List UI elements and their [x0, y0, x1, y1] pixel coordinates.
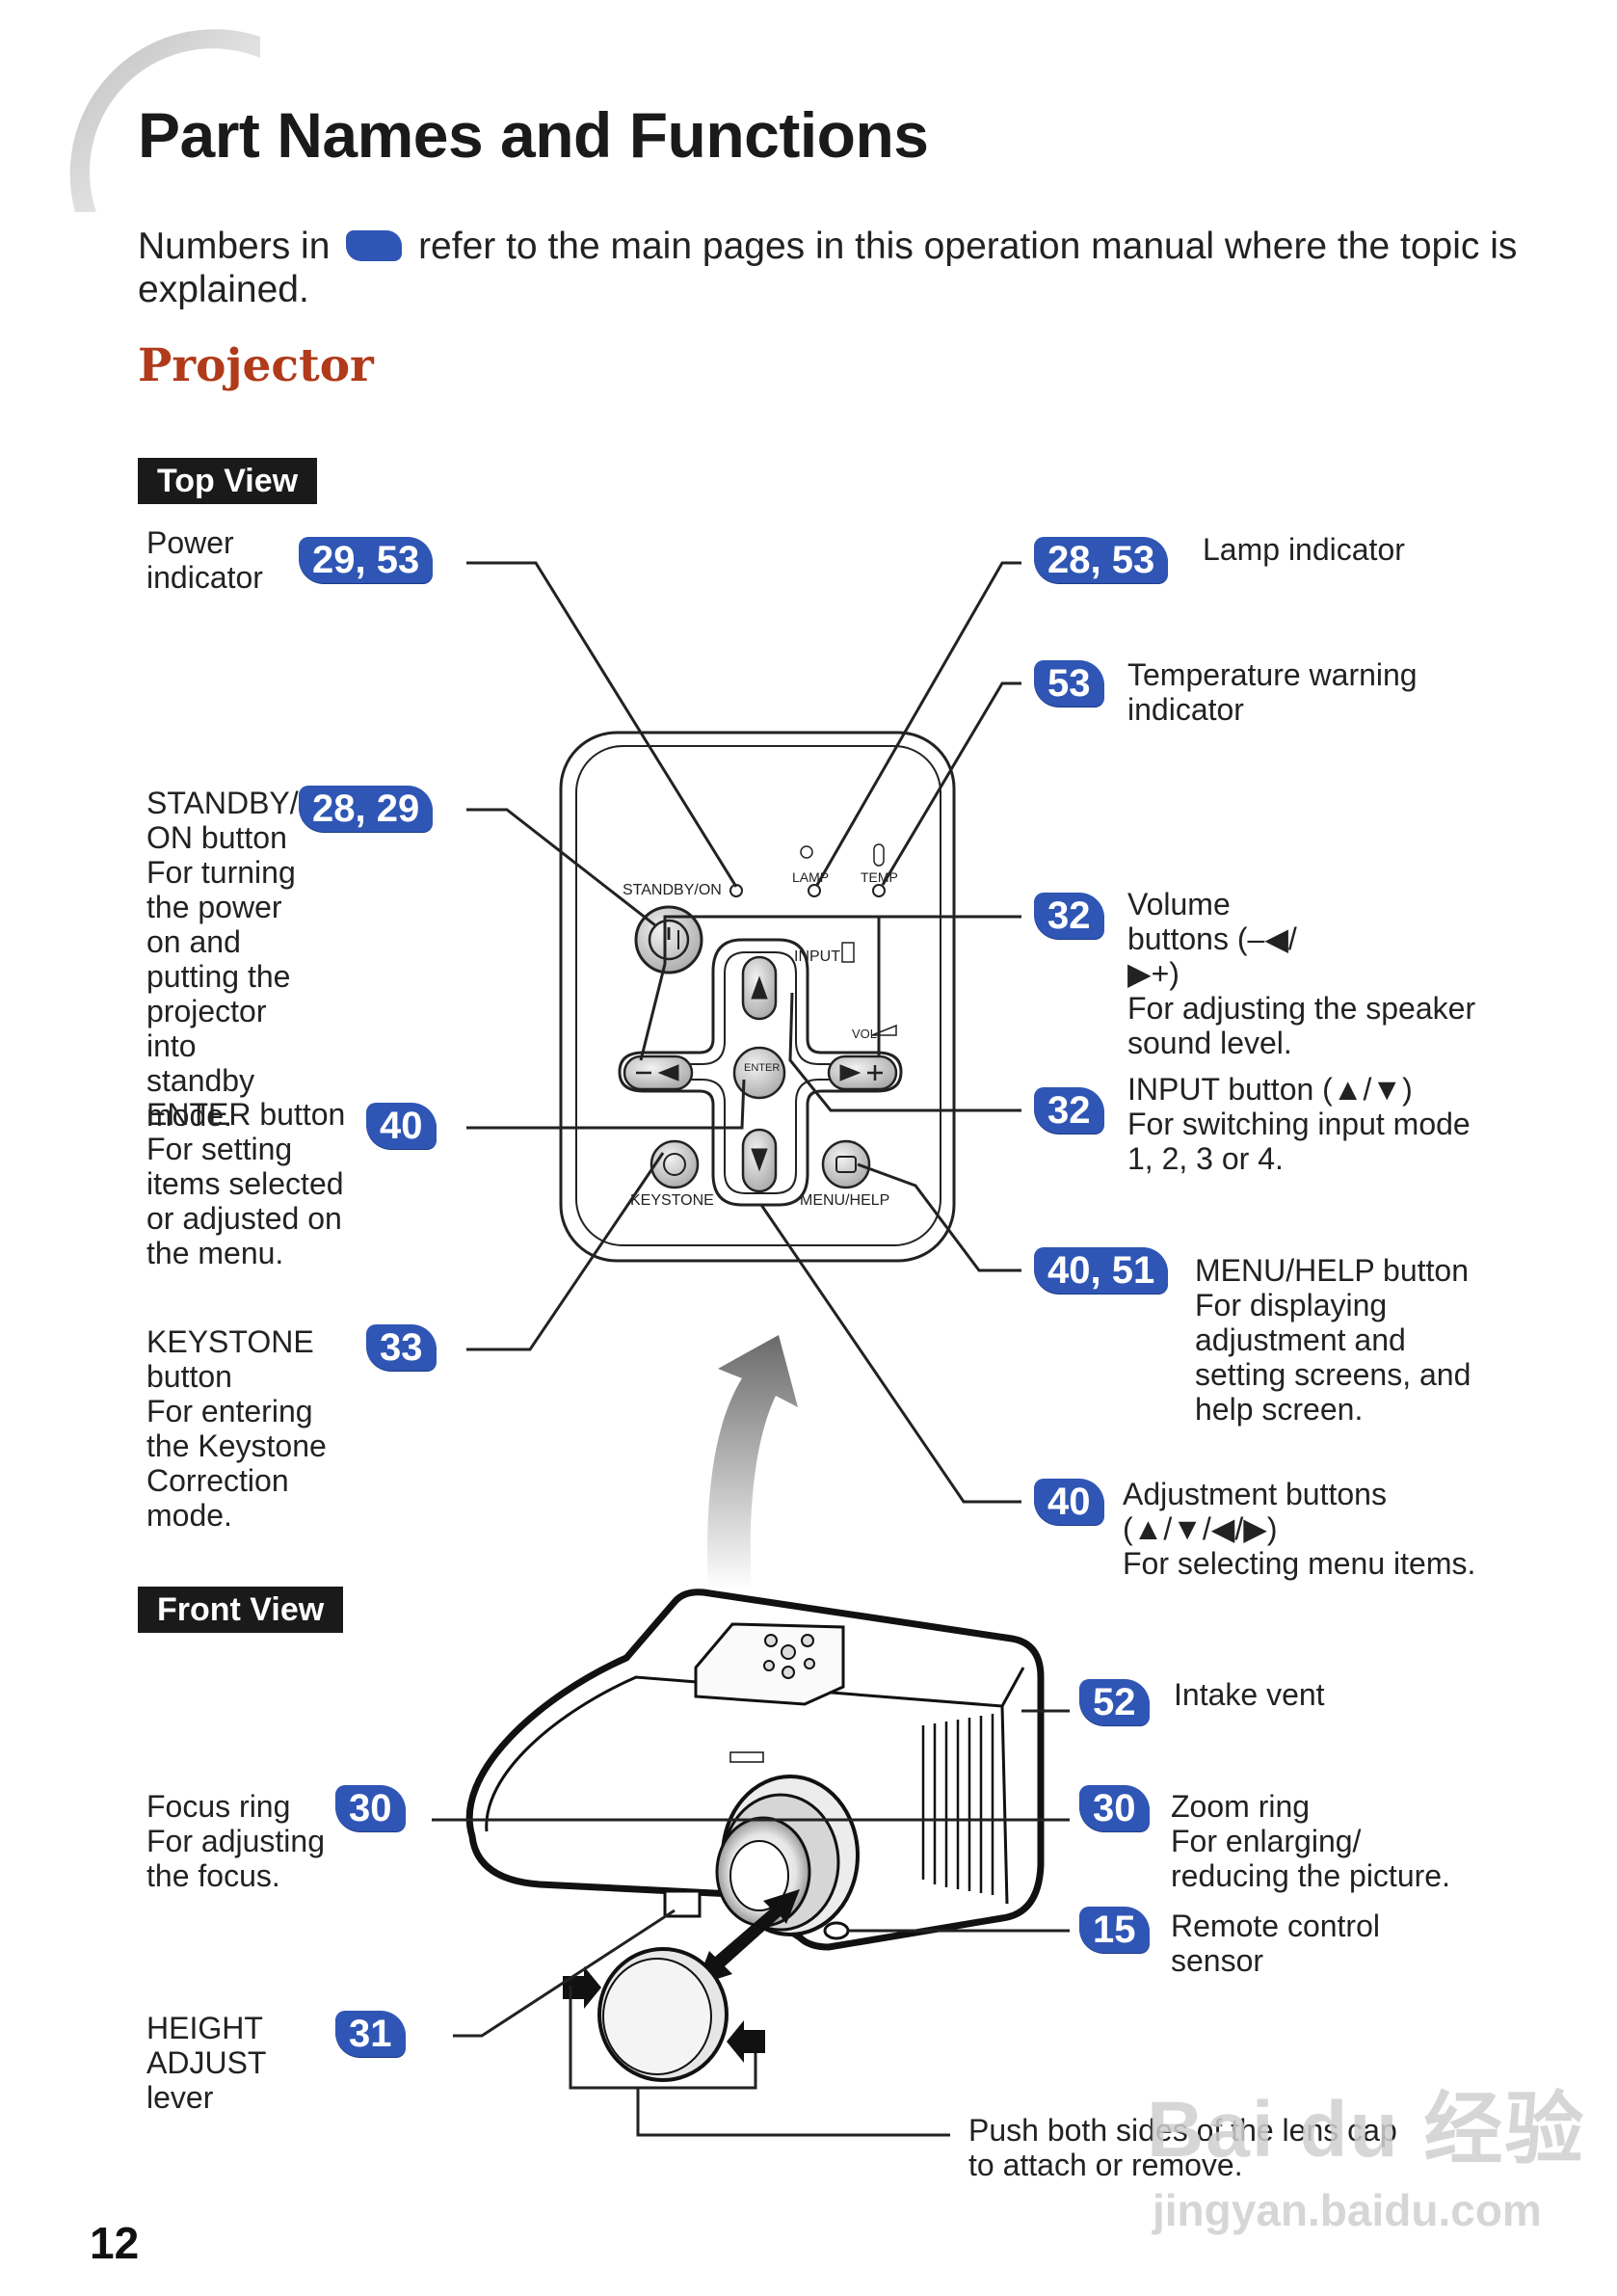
- callout-enter-button: ENTER button For setting items selected …: [146, 1097, 360, 1270]
- callout-intake-vent: Intake vent: [1174, 1677, 1325, 1712]
- panel-label-temp: TEMP: [861, 869, 898, 885]
- badge-focus-ring[interactable]: 30: [335, 1785, 406, 1831]
- page-ref-badge-sample: [346, 230, 403, 261]
- control-panel: [559, 731, 956, 1263]
- callout-title: KEYSTONE button: [146, 1324, 314, 1394]
- callout-title: MENU/HELP button: [1195, 1253, 1469, 1288]
- callout-title: Power indicator: [146, 525, 263, 595]
- top-view-label: Top View: [138, 458, 318, 504]
- callout-desc: For turning the power on and putting the…: [146, 855, 296, 1133]
- callout-focus-ring: Focus ring For adjusting the focus.: [146, 1789, 335, 1893]
- leader-lines-top: [466, 561, 1021, 1504]
- callout-title: Zoom ring: [1171, 1789, 1311, 1824]
- intro-before: Numbers in: [138, 226, 341, 267]
- callout-desc: For setting items selected or adjusted o…: [146, 1132, 344, 1270]
- projector-body: [465, 1589, 1045, 1951]
- badge-input-button[interactable]: 32: [1034, 1087, 1104, 1134]
- callout-height-adjust: HEIGHT ADJUST lever: [146, 2011, 291, 2115]
- callout-title: Adjustment buttons (▲/▼/◀/▶): [1123, 1477, 1387, 1546]
- section-heading: Projector: [138, 339, 374, 392]
- badge-height-adjust[interactable]: 31: [335, 2011, 406, 2057]
- leader-lines-front: [432, 1709, 1070, 2137]
- callout-zoom-ring: Zoom ring For enlarging/ reducing the pi…: [1171, 1789, 1479, 1893]
- panel-label-vol: VOL: [852, 1027, 877, 1041]
- callout-remote-sensor: Remote control sensor: [1171, 1909, 1402, 1978]
- panel-label-menu-help: MENU/HELP: [800, 1192, 889, 1209]
- badge-volume-buttons[interactable]: 32: [1034, 893, 1104, 939]
- push-arrows: [563, 1966, 765, 2063]
- page-number: 12: [90, 2218, 140, 2268]
- callout-title: Volume buttons (–◀/▶+): [1127, 887, 1297, 991]
- callout-desc: For enlarging/ reducing the picture.: [1171, 1824, 1450, 1893]
- badge-enter-button[interactable]: 40: [366, 1103, 437, 1149]
- badge-keystone-button[interactable]: 33: [366, 1324, 437, 1371]
- callout-title: Focus ring: [146, 1789, 291, 1824]
- callout-desc: For adjusting the focus.: [146, 1824, 325, 1893]
- callout-input-button: INPUT button (▲/▼) For switching input m…: [1127, 1072, 1494, 1176]
- badge-adjustment-buttons[interactable]: 40: [1034, 1479, 1104, 1525]
- callout-desc: For selecting menu items.: [1123, 1546, 1476, 1581]
- callout-temp-indicator: Temperature warning indicator: [1127, 657, 1445, 727]
- badge-zoom-ring[interactable]: 30: [1079, 1785, 1150, 1831]
- callout-desc: For adjusting the speaker sound level.: [1127, 991, 1476, 1060]
- callout-keystone-button: KEYSTONE button For entering the Keyston…: [146, 1324, 339, 1533]
- page-title: Part Names and Functions: [138, 99, 929, 171]
- callout-title: Remote control sensor: [1171, 1909, 1380, 1978]
- callout-title: Lamp indicator: [1203, 532, 1405, 567]
- callout-title: ENTER button: [146, 1097, 346, 1132]
- callout-desc: For entering the Keystone Correction mod…: [146, 1394, 327, 1533]
- badge-menu-help-button[interactable]: 40, 51: [1034, 1247, 1169, 1294]
- panel-label-input: INPUT: [794, 948, 840, 965]
- panel-label-standby: STANDBY/ON: [623, 882, 722, 898]
- badge-intake-vent[interactable]: 52: [1079, 1679, 1150, 1725]
- panel-label-enter: ENTER: [744, 1062, 780, 1074]
- callout-standby-on-button: STANDBY/ ON button For turning the power…: [146, 786, 301, 1133]
- lens-cap: [597, 1947, 729, 2082]
- callout-title: INPUT button (▲/▼): [1127, 1072, 1413, 1107]
- callout-title: STANDBY/ ON button: [146, 786, 299, 855]
- badge-lamp-indicator[interactable]: 28, 53: [1034, 537, 1169, 583]
- callout-desc: For displaying adjustment and setting sc…: [1195, 1288, 1471, 1427]
- cap-arrow: [696, 1889, 800, 1986]
- lens-cap-bracket: [569, 1986, 757, 2090]
- watermark-logo: Bai du 经验: [1147, 2086, 1586, 2174]
- lens-cap-note: Push both sides of the lens cap to attac…: [968, 2113, 1397, 2182]
- callout-volume-buttons: Volume buttons (–◀/▶+) For adjusting the…: [1127, 887, 1513, 1060]
- badge-standby-on-button[interactable]: 28, 29: [299, 786, 434, 832]
- intro-after: refer to the main pages in this operatio…: [138, 226, 1518, 310]
- corner-arc-decoration: [69, 29, 260, 213]
- badge-remote-sensor[interactable]: 15: [1079, 1907, 1150, 1953]
- panel-label-keystone: KEYSTONE: [630, 1192, 714, 1209]
- callout-title: Temperature warning indicator: [1127, 657, 1418, 727]
- callout-menu-help-button: MENU/HELP button For displaying adjustme…: [1195, 1253, 1503, 1427]
- badge-temp-indicator[interactable]: 53: [1034, 660, 1104, 707]
- panel-label-lamp: LAMP: [792, 869, 829, 885]
- front-view-label: Front View: [138, 1587, 344, 1633]
- view-arrow: [707, 1335, 798, 1590]
- callout-desc: For switching input mode 1, 2, 3 or 4.: [1127, 1107, 1471, 1176]
- intro-text: Numbers in refer to the main pages in th…: [138, 225, 1525, 311]
- badge-power-indicator[interactable]: 29, 53: [299, 537, 434, 583]
- callout-power-indicator: Power indicator: [146, 525, 291, 595]
- callout-title: Intake vent: [1174, 1677, 1325, 1712]
- callout-lamp-indicator: Lamp indicator: [1203, 532, 1405, 567]
- callout-adjustment-buttons: Adjustment buttons (▲/▼/◀/▶) For selecti…: [1123, 1477, 1508, 1581]
- panel-buttons: [623, 843, 898, 1193]
- callout-title: HEIGHT ADJUST lever: [146, 2011, 266, 2115]
- watermark-url: jingyan.baidu.com: [1153, 2185, 1542, 2235]
